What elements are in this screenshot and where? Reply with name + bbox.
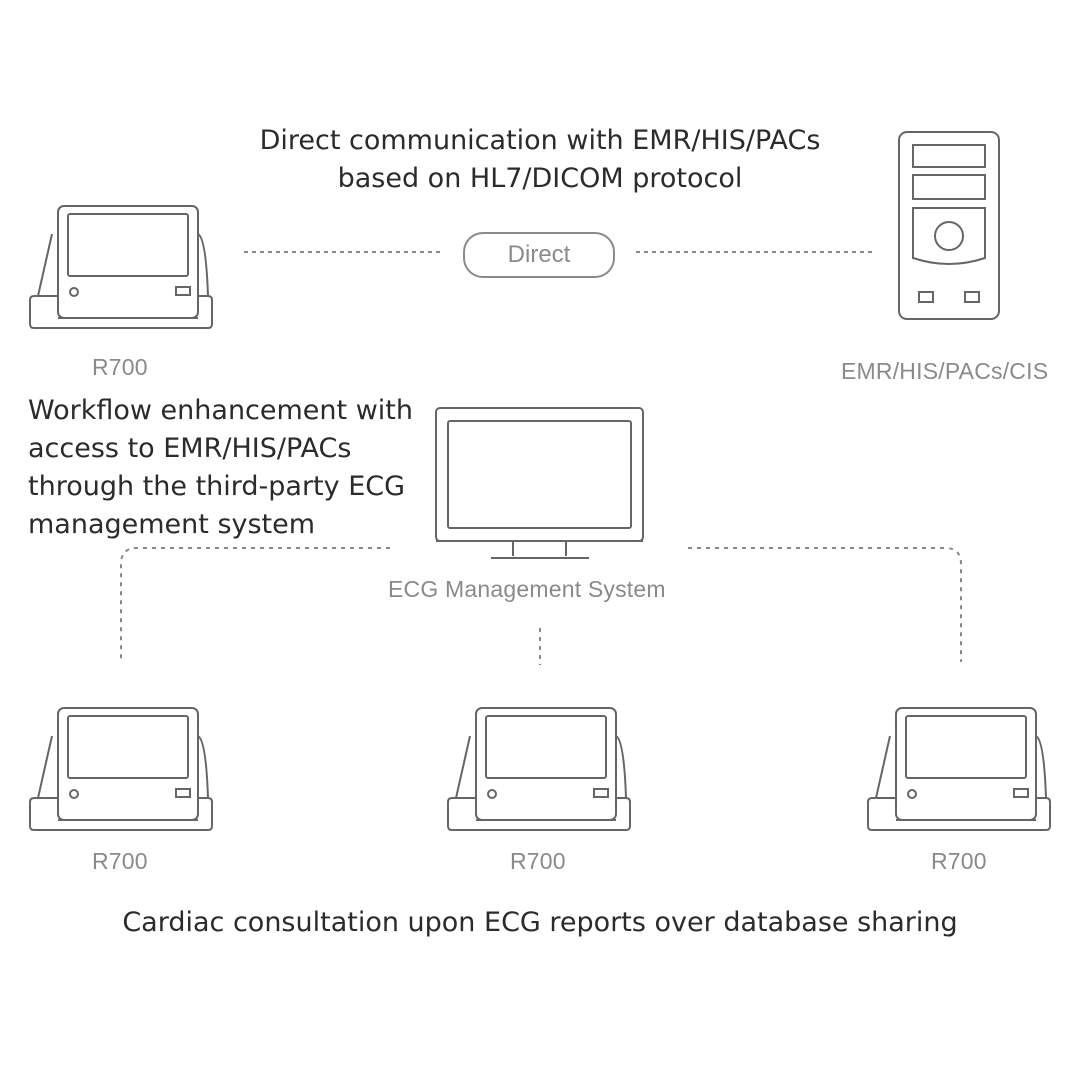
ecg-device-icon-bottom-left	[29, 707, 213, 831]
device-label-top: R700	[92, 354, 148, 380]
monitor-icon	[435, 407, 644, 559]
direct-caption-line-1: Direct communication with EMR/HIS/PACs	[259, 125, 821, 156]
device-label-bottom-left: R700	[92, 848, 148, 874]
direct-caption-line-2: based on HL7/DICOM protocol	[337, 163, 743, 194]
sharing-network-lines	[120, 547, 962, 665]
direct-badge: Direct	[463, 232, 615, 278]
direct-caption: Direct communication with EMR/HIS/PACs b…	[240, 122, 840, 198]
device-label-bottom-right: R700	[931, 848, 987, 874]
ecg-device-icon-bottom-right	[867, 707, 1051, 831]
sharing-caption-text: Cardiac consultation upon ECG reports ov…	[122, 907, 958, 938]
workflow-caption-line-4: management system	[28, 509, 316, 540]
server-tower-icon	[898, 131, 1000, 320]
server-label: EMR/HIS/PACs/CIS	[841, 358, 1049, 384]
ecg-system-label: ECG Management System	[388, 576, 666, 602]
sharing-caption: Cardiac consultation upon ECG reports ov…	[60, 904, 1020, 942]
ecg-device-icon-bottom-center	[447, 707, 631, 831]
workflow-caption-line-2: access to EMR/HIS/PACs	[28, 433, 352, 464]
direct-badge-label: Direct	[507, 241, 571, 268]
device-label-bottom-center: R700	[510, 848, 566, 874]
workflow-caption-line-3: through the third-party ECG	[28, 471, 406, 502]
ecg-device-icon-top	[29, 205, 213, 329]
workflow-caption-line-1: Workflow enhancement with	[28, 395, 413, 426]
workflow-caption: Workflow enhancement with access to EMR/…	[28, 392, 428, 544]
